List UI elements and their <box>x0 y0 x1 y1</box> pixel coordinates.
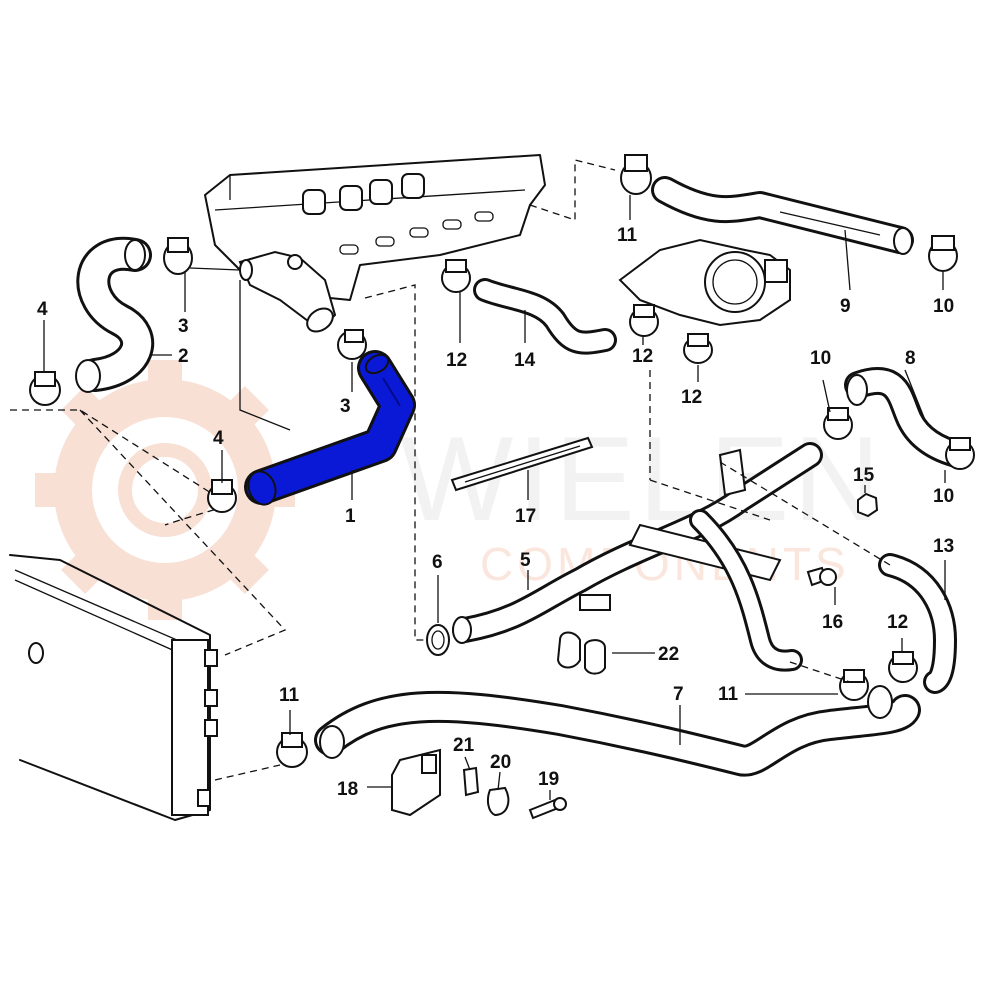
hose-8 <box>844 367 974 469</box>
hose-7 <box>314 685 921 777</box>
callout-3b: 3 <box>340 396 351 417</box>
callout-19: 19 <box>538 769 559 790</box>
callout-4b: 4 <box>213 428 224 449</box>
screw-19 <box>528 797 567 820</box>
callout-11a: 11 <box>617 225 638 246</box>
callout-11b: 11 <box>718 684 739 705</box>
leader-dashed <box>214 370 891 781</box>
clamp-11a <box>620 154 652 195</box>
callout-9: 9 <box>840 296 851 317</box>
callout-15: 15 <box>853 465 875 486</box>
callout-10b: 10 <box>810 348 831 369</box>
hose-2 <box>75 236 155 393</box>
bracket-18 <box>391 748 441 817</box>
callout-12a: 12 <box>446 350 467 371</box>
pipe-5 <box>452 442 823 672</box>
callout-10a: 10 <box>933 296 954 317</box>
callout-12c: 12 <box>681 387 702 408</box>
callout-21: 21 <box>453 735 475 756</box>
clamp-4a <box>29 371 61 406</box>
clamp-12b <box>629 304 659 337</box>
hose-14 <box>473 278 617 355</box>
clamp-10b <box>823 407 853 440</box>
callout-20: 20 <box>490 752 511 773</box>
clamps <box>29 154 975 768</box>
hose-1-highlighted <box>244 350 416 506</box>
clip-21 <box>462 766 480 797</box>
callouts: 1 2 3 3 4 4 5 6 7 8 9 10 10 10 11 11 11 … <box>37 225 954 800</box>
clamp-11c <box>276 732 308 768</box>
callout-12b: 12 <box>632 346 653 367</box>
thermostat-housing <box>238 250 337 333</box>
callout-1: 1 <box>345 506 356 527</box>
nut-15 <box>857 492 879 518</box>
bracket-22 <box>556 631 606 675</box>
callout-5: 5 <box>520 550 531 571</box>
cable-tie-17 <box>450 436 594 492</box>
callout-6: 6 <box>432 552 443 573</box>
clamp-10c <box>945 437 975 470</box>
callout-14: 14 <box>514 350 536 371</box>
clamp-3b <box>337 329 367 360</box>
hose-13 <box>878 553 957 694</box>
clamp-12d <box>888 651 918 683</box>
callout-17: 17 <box>515 506 536 527</box>
clamp-10a <box>928 235 958 272</box>
callout-4a: 4 <box>37 299 48 320</box>
hose-9 <box>651 176 914 255</box>
callout-18: 18 <box>337 779 358 800</box>
callout-10c: 10 <box>933 486 954 507</box>
callout-16: 16 <box>822 612 843 633</box>
bolt-16 <box>806 566 837 587</box>
clamp-12c <box>683 333 713 364</box>
engine-block <box>204 154 616 641</box>
clamp-3a <box>163 237 193 275</box>
throttle-body <box>618 238 791 327</box>
callout-8: 8 <box>905 348 916 369</box>
clamp-12a <box>441 259 471 293</box>
leader-lines <box>43 195 946 800</box>
callout-3a: 3 <box>178 316 189 337</box>
callout-11c: 11 <box>279 685 300 706</box>
callout-22: 22 <box>658 644 679 665</box>
clamp-11b <box>839 669 869 701</box>
callout-12d: 12 <box>887 612 908 633</box>
clamp-4b <box>207 479 237 513</box>
seal-ring-6 <box>426 624 450 656</box>
clip-20 <box>486 786 510 817</box>
callout-2: 2 <box>178 346 189 367</box>
callout-13: 13 <box>933 536 954 557</box>
callout-7: 7 <box>673 684 684 705</box>
radiator <box>9 409 287 821</box>
